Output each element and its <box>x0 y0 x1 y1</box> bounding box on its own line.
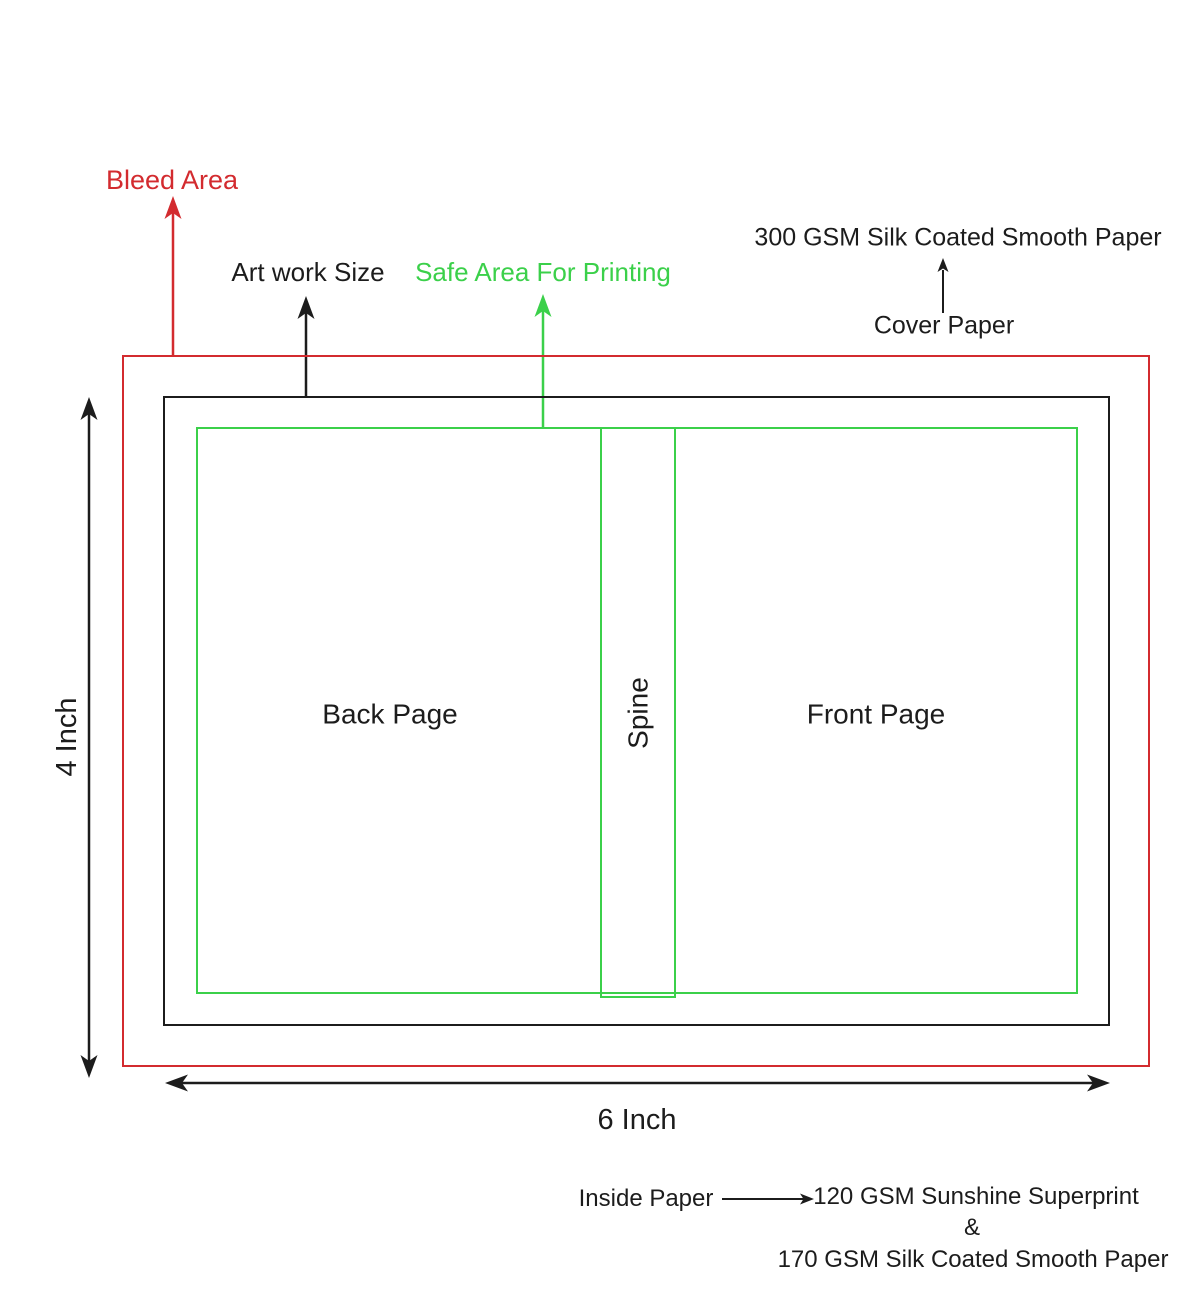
bleed-area-label: Bleed Area <box>105 165 239 196</box>
artwork-size-rect <box>163 396 1110 1026</box>
artwork-size-label: Art work Size <box>231 256 385 287</box>
spine-rect <box>600 427 676 998</box>
inside-paper-arrow <box>722 1193 814 1205</box>
bleed-area-arrow <box>164 196 182 355</box>
cover-paper-arrow <box>937 258 949 313</box>
inside-paper-stock-1: 120 GSM Sunshine Superprint <box>813 1183 1139 1210</box>
back-page-label: Back Page <box>322 698 458 730</box>
height-dimension-label: 4 Inch <box>50 697 83 777</box>
bleed-area-rect <box>122 355 1150 1067</box>
width-dimension-arrow <box>165 1074 1110 1092</box>
cover-stock-label: 300 GSM Silk Coated Smooth Paper <box>754 223 1162 252</box>
inside-paper-stock-2: 170 GSM Silk Coated Smooth Paper <box>777 1246 1169 1273</box>
cover-paper-label: Cover Paper <box>873 311 1015 340</box>
inside-paper-joiner: & <box>963 1214 981 1241</box>
inside-paper-label: Inside Paper <box>578 1185 714 1212</box>
front-page-label: Front Page <box>806 698 946 730</box>
spine-label: Spine <box>622 677 654 749</box>
safe-area-label: Safe Area For Printing <box>415 256 671 287</box>
width-dimension-label: 6 Inch <box>597 1103 677 1136</box>
